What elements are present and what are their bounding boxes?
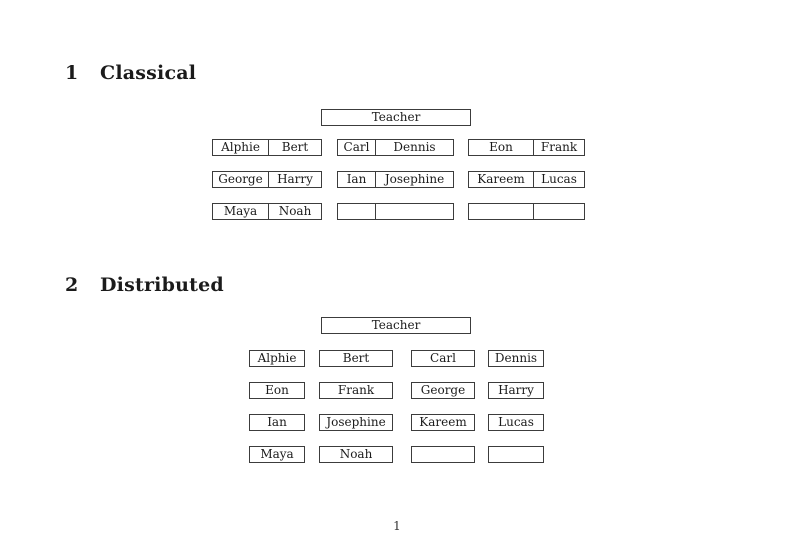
seat-pair-box-empty <box>337 203 454 220</box>
seat-pair-box: Eon Frank <box>468 139 585 156</box>
seat-cell: Alphie <box>213 140 269 155</box>
seat-cell: George <box>213 172 269 187</box>
seat-pair-box: Maya Noah <box>212 203 322 220</box>
seat-cell: Maya <box>213 204 269 219</box>
seat-box: Lucas <box>488 414 544 431</box>
teacher-label: Teacher <box>371 318 421 332</box>
seat-box: Harry <box>488 382 544 399</box>
seat-box: Alphie <box>249 350 305 367</box>
seat-box: Frank <box>319 382 393 399</box>
section-title: Classical <box>100 62 197 84</box>
seat-box: Dennis <box>488 350 544 367</box>
seat-pair-box: Carl Dennis <box>337 139 454 156</box>
seat-box: Noah <box>319 446 393 463</box>
classical-seating-grid: Alphie Bert Carl Dennis Eon Frank George… <box>212 139 586 221</box>
seat-box: Kareem <box>411 414 475 431</box>
seat-pair-box: Ian Josephine <box>337 171 454 188</box>
section-number: 2 <box>65 274 79 296</box>
seat-cell: Kareem <box>469 172 534 187</box>
seat-box: Eon <box>249 382 305 399</box>
seat-box-empty <box>488 446 544 463</box>
page-number: 1 <box>393 519 401 533</box>
seat-cell: Lucas <box>541 172 577 186</box>
seat-pair-box: Alphie Bert <box>212 139 322 156</box>
seat-box-empty <box>411 446 475 463</box>
seat-cell <box>376 204 453 219</box>
teacher-box: Teacher <box>321 317 471 334</box>
seat-pair-box: George Harry <box>212 171 322 188</box>
seat-cell <box>338 204 376 219</box>
distributed-seating-grid: Alphie Bert Carl Dennis Eon Frank George… <box>249 350 545 464</box>
seat-box: George <box>411 382 475 399</box>
seat-cell: Frank <box>540 140 578 154</box>
seat-cell <box>469 204 534 219</box>
seat-cell: Harry <box>277 172 313 186</box>
seat-box: Ian <box>249 414 305 431</box>
section-heading-distributed: 2 Distributed <box>65 274 224 296</box>
teacher-label: Teacher <box>371 110 421 124</box>
teacher-box: Teacher <box>321 109 471 126</box>
seat-cell: Bert <box>281 140 309 154</box>
seat-box: Maya <box>249 446 305 463</box>
seat-cell: Eon <box>469 140 534 155</box>
seat-cell <box>534 204 584 219</box>
seat-cell: Dennis <box>393 140 436 154</box>
seat-cell: Josephine <box>384 172 445 186</box>
seat-pair-box: Kareem Lucas <box>468 171 585 188</box>
seat-cell: Noah <box>278 204 312 218</box>
section-number: 1 <box>65 62 79 84</box>
section-heading-classical: 1 Classical <box>65 62 196 84</box>
seat-box: Bert <box>319 350 393 367</box>
seat-box: Josephine <box>319 414 393 431</box>
seat-cell: Ian <box>338 172 376 187</box>
seat-cell: Carl <box>338 140 376 155</box>
section-title: Distributed <box>100 274 224 296</box>
seat-box: Carl <box>411 350 475 367</box>
seat-pair-box-empty <box>468 203 585 220</box>
